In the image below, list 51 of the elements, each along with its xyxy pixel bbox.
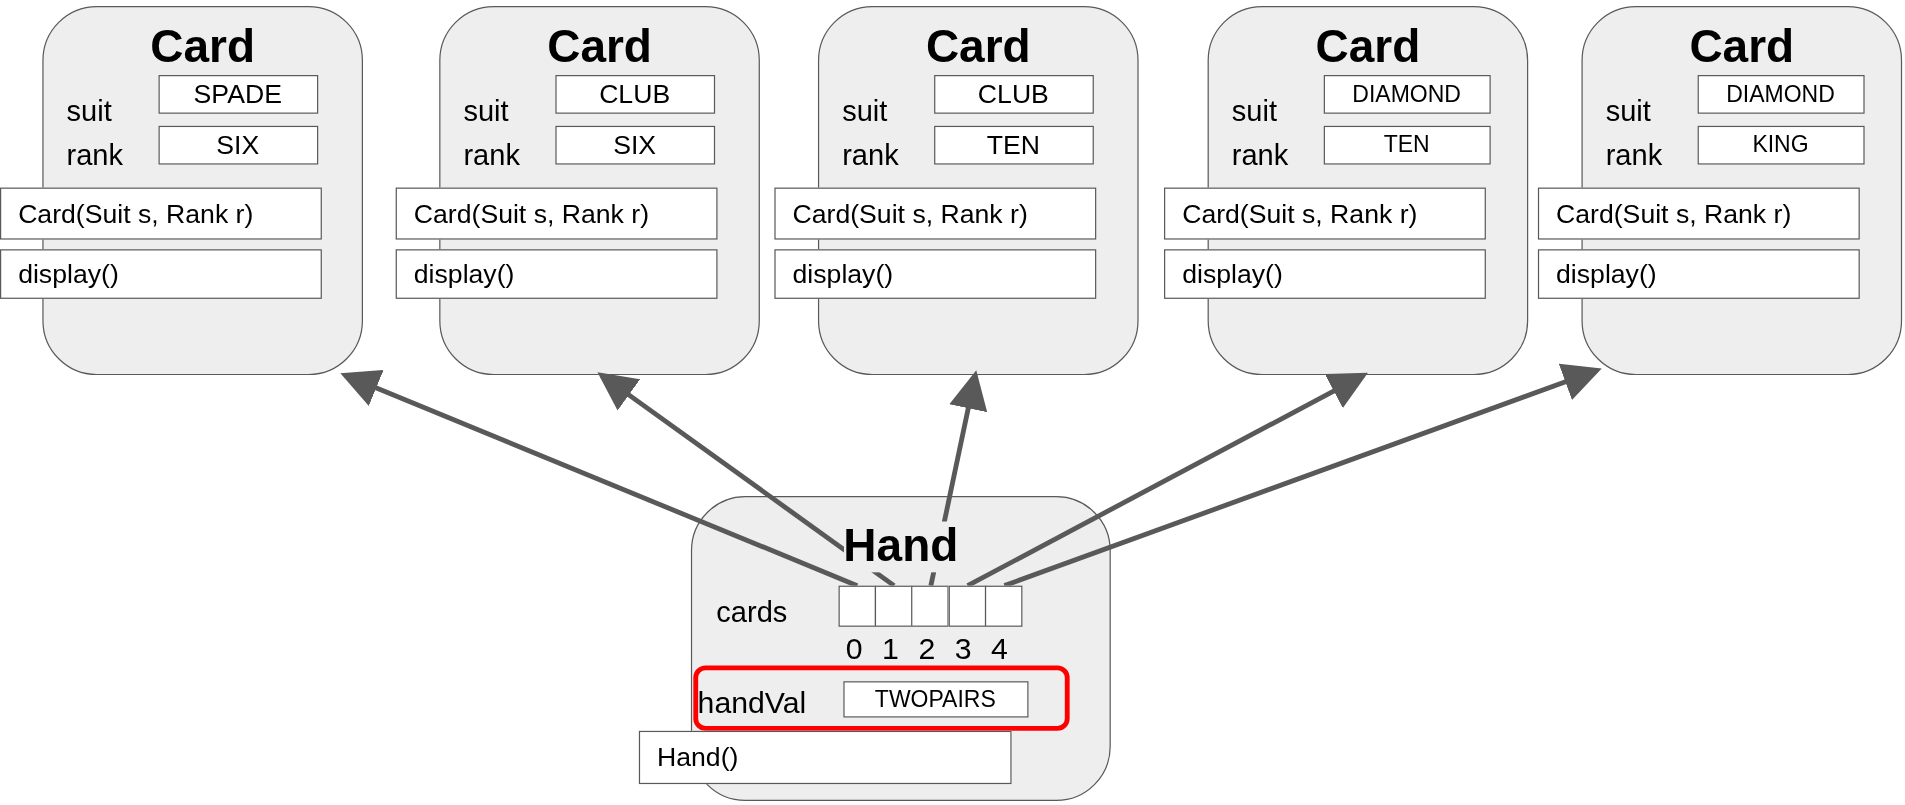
field-value: DIAMOND: [1323, 74, 1491, 114]
field-name: suit: [842, 94, 888, 129]
field-value: DIAMOND: [1697, 74, 1864, 114]
array-cell: [985, 585, 1023, 627]
field-name: rank: [1231, 137, 1289, 172]
arrow: [597, 372, 896, 588]
method-box: Card(Suit s, Rank r): [1164, 187, 1486, 240]
index-number: 1: [882, 631, 899, 667]
index-number: 3: [954, 631, 972, 667]
array-cell: [874, 585, 913, 627]
index-number: 4: [991, 631, 1008, 667]
field-name: handVal: [697, 684, 807, 720]
field-value: SPADE: [157, 74, 318, 114]
method-box: Card(Suit s, Rank r): [0, 187, 322, 240]
field-name: rank: [463, 137, 520, 172]
index-number: 0: [845, 631, 863, 667]
field-value: TWOPAIRS: [842, 680, 1028, 717]
field-value: KING: [1697, 125, 1864, 164]
method-box: display(): [774, 249, 1097, 299]
arrow: [1003, 363, 1602, 588]
field-name: suit: [463, 94, 509, 129]
method-box: display(): [0, 249, 322, 299]
highlight-box: [692, 664, 1070, 731]
class-title: Hand: [843, 521, 959, 573]
arrow: [340, 370, 859, 588]
field-name: suit: [1231, 94, 1277, 129]
method-box: display(): [1164, 249, 1486, 299]
field-value: CLUB: [933, 74, 1094, 114]
field-value: SIX: [554, 125, 715, 164]
field-value: CLUB: [554, 74, 715, 114]
method-box: Card(Suit s, Rank r): [1537, 187, 1860, 240]
method-box: display(): [1537, 249, 1860, 299]
field-name: rank: [1605, 137, 1663, 172]
field-value: TEN: [1323, 125, 1491, 164]
field-name: rank: [842, 137, 899, 172]
index-number: 2: [918, 631, 936, 667]
method-box: Card(Suit s, Rank r): [395, 187, 718, 240]
array-cell: [837, 585, 876, 627]
method-box: Hand(): [638, 730, 1012, 785]
field-name: rank: [66, 137, 124, 172]
array-cell: [948, 585, 986, 627]
field-value: TEN: [933, 125, 1094, 164]
array-cell: [911, 585, 949, 627]
field-name: suit: [1605, 94, 1651, 129]
field-name: cards: [716, 595, 788, 630]
method-box: Card(Suit s, Rank r): [774, 187, 1097, 240]
arrow: [928, 370, 988, 587]
field-name: suit: [66, 94, 112, 129]
arrow: [966, 372, 1368, 588]
field-value: SIX: [157, 125, 318, 164]
method-box: display(): [395, 249, 718, 299]
